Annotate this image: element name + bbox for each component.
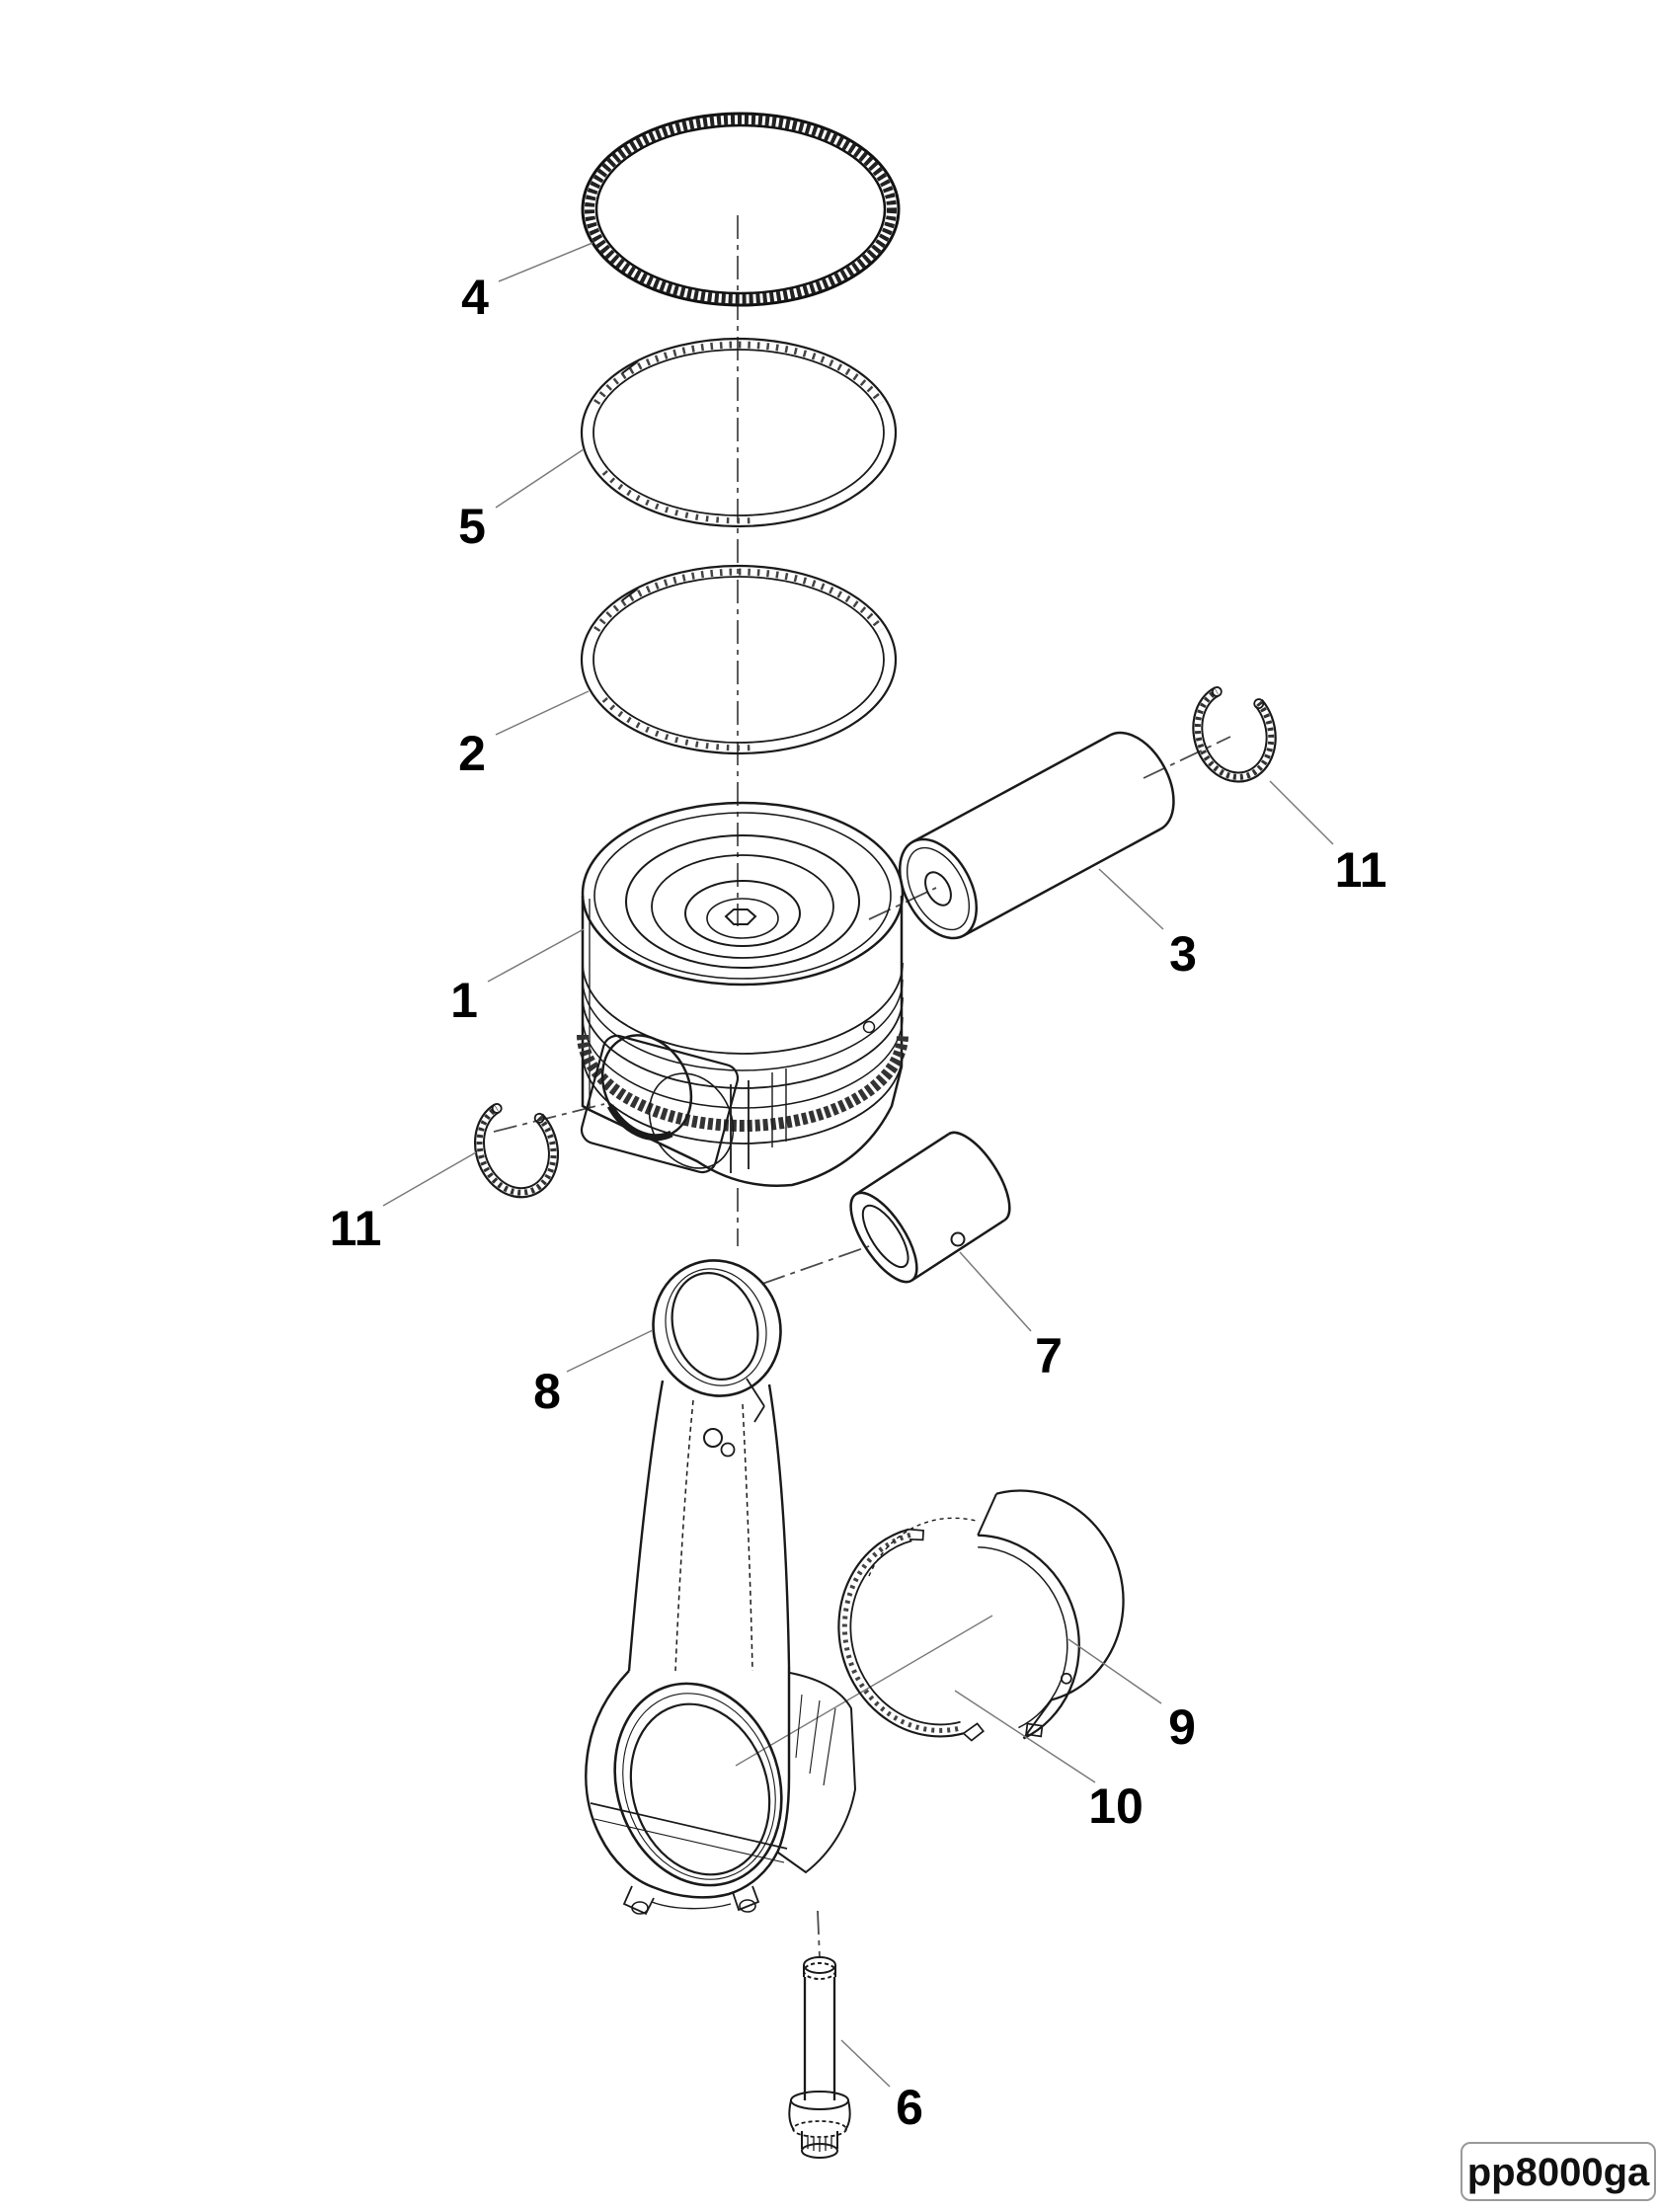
callout-10-bearing-shell-lower[interactable]: 10 [1088,1778,1144,1834]
piston [577,801,908,1187]
shell10-back-rim-hint [868,1517,977,1577]
leader-line-second-compression-ring [495,448,585,509]
leader-line-piston [487,928,585,983]
ring5-gap [621,360,639,374]
piston-pin [898,731,1175,940]
small-end-bushing [849,1131,1011,1284]
ring-groove-band [582,962,904,1055]
bolt-hole-right [739,1899,756,1913]
big-end-right-boss [777,1672,857,1874]
piston-pin-bore [600,1034,693,1139]
part-code-frame [1461,2142,1656,2201]
leader-line-piston-pin [1098,868,1164,930]
retaining-ring-upper-right [1192,686,1277,783]
callout-5-second-compression-ring[interactable]: 5 [458,499,486,554]
pin-bore-shadow [606,1104,673,1142]
rod-small-end [652,1259,782,1397]
ring2-texture-top [593,568,884,632]
shell10-top-tab [908,1528,925,1541]
part-code-box: pp8000ga [1461,2142,1656,2201]
shell10-outer-edge [837,1528,964,1738]
snap-ring-texture [476,1105,557,1196]
leader-line-connecting-rod [566,1329,654,1373]
top-compression-ring [581,112,901,307]
retaining-ring-left [474,1103,560,1199]
bearing-shell-lower [837,1528,985,1742]
leader-line-bearing-shell-upper [1067,1638,1162,1704]
bolt-hole-left [631,1901,649,1915]
bushing-oil-hole [950,1231,966,1247]
callout-6-connecting-rod-bolt[interactable]: 6 [896,2080,923,2135]
ring2-gap [621,588,639,601]
cap-split-line [590,1802,788,1850]
shell9-front-rim [978,1534,1080,1740]
callout-11-retaining-ring-left[interactable]: 11 [330,1201,382,1256]
leader-line-top-compression-ring [498,242,593,282]
shell10-texture [841,1533,963,1733]
connecting-rod-bolt [788,1956,851,2159]
ring-groove-dark-band [577,1034,908,1132]
piston-bowl-center [724,908,757,925]
leader-line-retaining-ring-upper-right [1269,780,1334,845]
shell9-oil-hole [1061,1672,1072,1685]
bushing-bore [861,1204,909,1269]
callout-4-top-compression-ring[interactable]: 4 [461,270,489,325]
bushing-axis-segment [761,1245,870,1285]
rod-shank-left-edge [627,1380,665,1672]
pin-axis-segment-right [1143,736,1231,779]
pin-bore-hole [924,871,952,907]
second-compression-ring [580,337,898,528]
pin-axis-segment-left [868,887,937,920]
callout-9-bearing-shell-upper[interactable]: 9 [1168,1699,1196,1755]
bearing-shell-upper [977,1489,1125,1740]
callout-1-piston[interactable]: 1 [450,973,478,1028]
bolt-axis-segment [817,1910,821,1959]
ring5-texture-bottom [601,470,753,524]
shell10-bottom-tab [962,1722,985,1742]
ring2-texture-bottom [601,697,753,751]
leader-line-retaining-ring-left [382,1151,477,1207]
leader-line-bearing-shell-lower [954,1690,1096,1783]
leader-line-small-end-bushing [959,1251,1032,1332]
callout-3-piston-pin[interactable]: 3 [1169,926,1197,982]
connecting-rod [585,1259,857,1916]
shell-assembly-line [735,1615,993,1767]
bolt-flange [790,2091,849,2110]
ring5-texture-top [593,341,884,405]
callout-11-retaining-ring-upper-right[interactable]: 11 [1335,842,1387,898]
leader-line-connecting-rod-bolt [840,2039,891,2088]
leader-line-oil-control-ring [495,690,590,736]
rod-shank-right-edge [767,1383,791,1668]
callout-7-small-end-bushing[interactable]: 7 [1035,1328,1063,1383]
piston-crown-rim [581,801,905,987]
piston-silhouette [581,896,904,1187]
rod-big-end [585,1667,791,1899]
boss-hatching [795,1694,836,1786]
piston-groove-pin-dot [862,1020,876,1034]
shell9-locating-tab [1025,1722,1044,1738]
shell9-back-rim [995,1489,1125,1701]
ring4-texture [585,115,897,304]
part-code: pp8000ga [1467,2151,1650,2194]
callout-2-oil-control-ring[interactable]: 2 [458,726,486,781]
pin-boss-window [580,1034,740,1174]
oil-control-ring [580,564,898,755]
callout-8-connecting-rod[interactable]: 8 [533,1364,561,1419]
callouts: 4 5 2 1 3 11 11 7 8 9 10 6 [330,242,1387,2135]
